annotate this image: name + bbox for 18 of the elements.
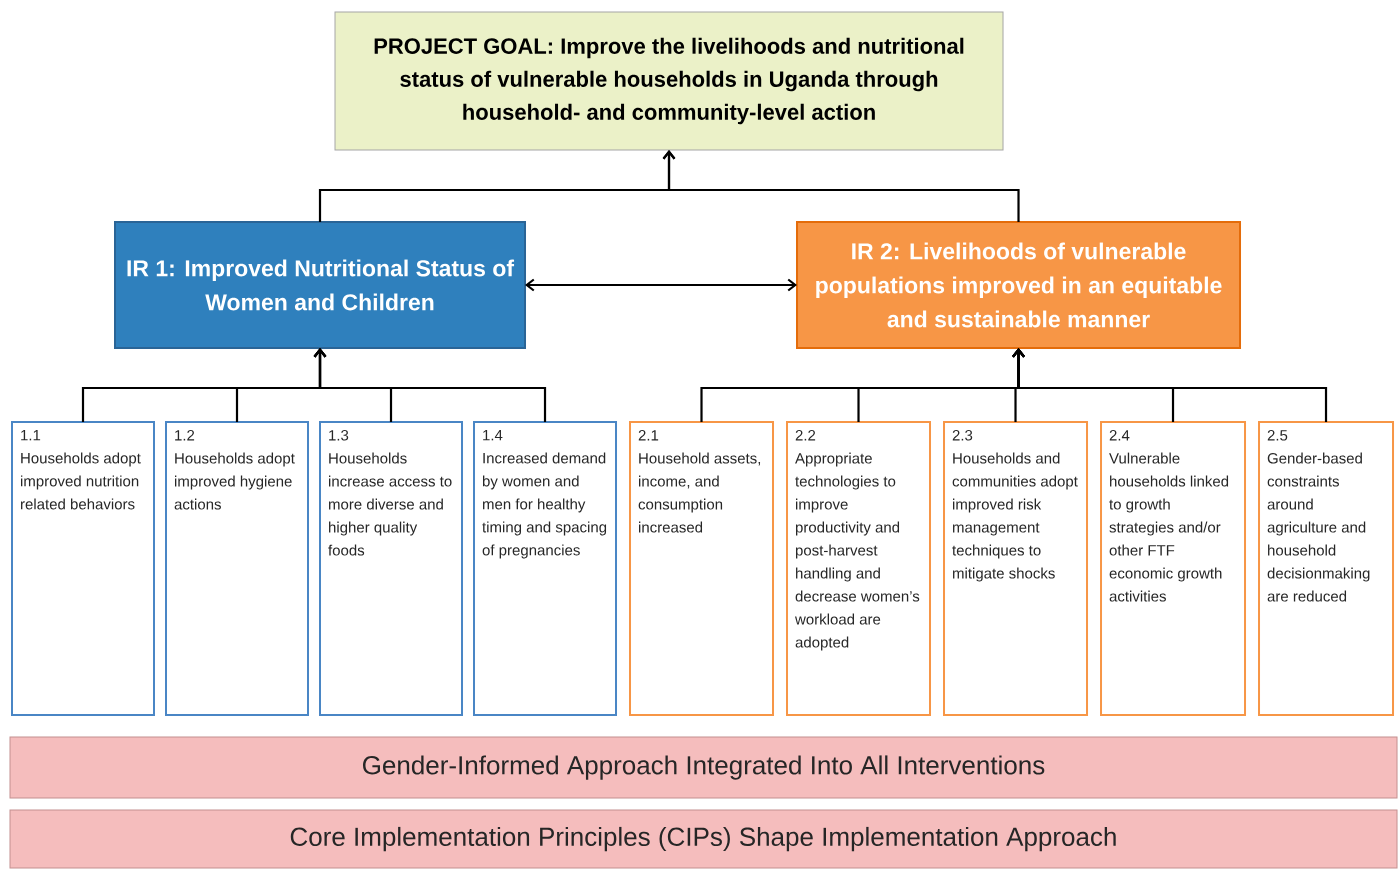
banner-box: Gender-Informed Approach Integrated Into All Interventions xyxy=(9,736,1398,799)
goal-box: PROJECT GOAL: Improve the livelihoods and nutritional status of vulnerable households in Uganda through household- and community-level action xyxy=(334,11,1004,151)
sub-result-box: 1.4 Increased demand by women and men for healthy timing and spacing of pregnancies xyxy=(473,421,617,716)
arrow xyxy=(313,348,547,422)
sub-result-box: 1.1 Households adopt improved nutrition related behaviors xyxy=(11,421,155,716)
result-box: IR 1: Improved Nutritional Status of Women and Children xyxy=(114,221,526,349)
sub-result-box: 2.5 Gender-based constraints around agriculture and household decisionmaking are reduced xyxy=(1258,421,1394,716)
result-box: IR 2: Livelihoods of vulnerable populations improved in an equitable and sustainable manner xyxy=(796,221,1241,349)
arrow xyxy=(1012,348,1328,422)
arrow xyxy=(525,278,797,292)
sub-result-box: 1.2 Households adopt improved hygiene actions xyxy=(165,421,309,716)
sub-result-box: 2.2 Appropriate technologies to improve productivity and post-harvest handling and decrease women’s workload are adopted xyxy=(786,421,931,716)
sub-result-box: 2.3 Households and communities adopt improved risk management techniques to mitigate shocks xyxy=(943,421,1088,716)
sub-result-box: 2.4 Vulnerable households linked to growth strategies and/or other FTF economic growth activities xyxy=(1100,421,1246,716)
sub-result-box: 2.1 Household assets, income, and consumption increased xyxy=(629,421,774,716)
banner-box: Core Implementation Principles (CIPs) Shape Implementation Approach xyxy=(9,809,1398,869)
arrow xyxy=(662,150,1020,222)
sub-result-box: 1.3 Households increase access to more diverse and higher quality foods xyxy=(319,421,463,716)
